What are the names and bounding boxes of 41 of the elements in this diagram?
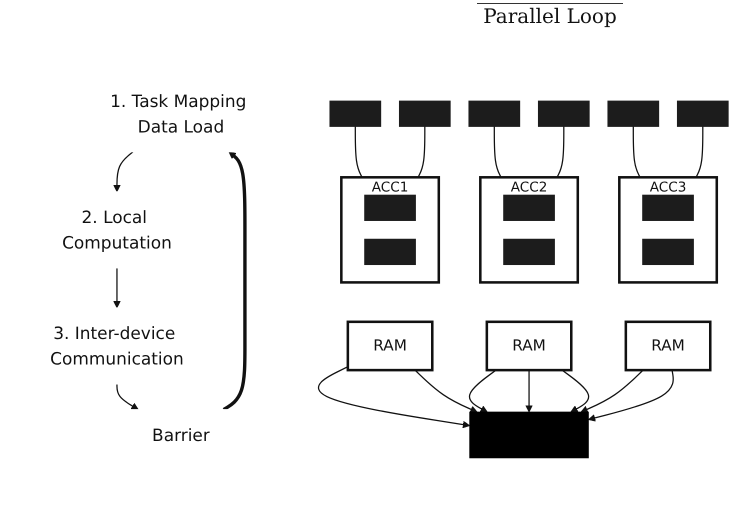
connector [417, 126, 426, 178]
arrow [562, 370, 590, 412]
node-bar [676, 100, 729, 127]
node-bar [538, 100, 590, 127]
node-box: RAM [486, 320, 573, 372]
connector [556, 126, 564, 178]
arrow [222, 152, 247, 411]
node-text: Barrier [152, 424, 210, 446]
arrow [414, 370, 478, 413]
arrow [468, 370, 496, 412]
node-bar [503, 194, 555, 221]
arrow [113, 268, 121, 308]
node-bar [469, 412, 589, 458]
node-bar [607, 100, 660, 127]
node-text: 1. Task Mapping Data Load [110, 90, 246, 137]
arrow [580, 370, 644, 413]
connector [695, 126, 704, 178]
node-bar [364, 238, 416, 266]
cluster: ACC2 [479, 176, 580, 284]
node-text: 3. Inter-device Communication [50, 323, 184, 369]
node-box: RAM [346, 320, 434, 372]
connector [494, 126, 502, 178]
node-bar [398, 100, 451, 127]
node-bar [364, 194, 416, 221]
node-bar [642, 194, 694, 221]
cluster: ACC3 [618, 176, 718, 284]
node-bar [503, 238, 555, 266]
node-box: RAM [624, 320, 712, 372]
node-bar [329, 100, 382, 127]
connector [632, 126, 641, 178]
arrow [525, 370, 533, 412]
arrow [318, 366, 470, 428]
arrow [588, 370, 674, 422]
cluster: ACC1 [340, 176, 440, 284]
connector [354, 126, 363, 178]
arrow [113, 151, 134, 192]
arrow [116, 384, 139, 410]
node-text: 2. Local Computation [62, 206, 172, 253]
node-bar [468, 100, 520, 127]
node-bar [642, 238, 694, 266]
heading-label: Parallel Loop [477, 3, 623, 28]
